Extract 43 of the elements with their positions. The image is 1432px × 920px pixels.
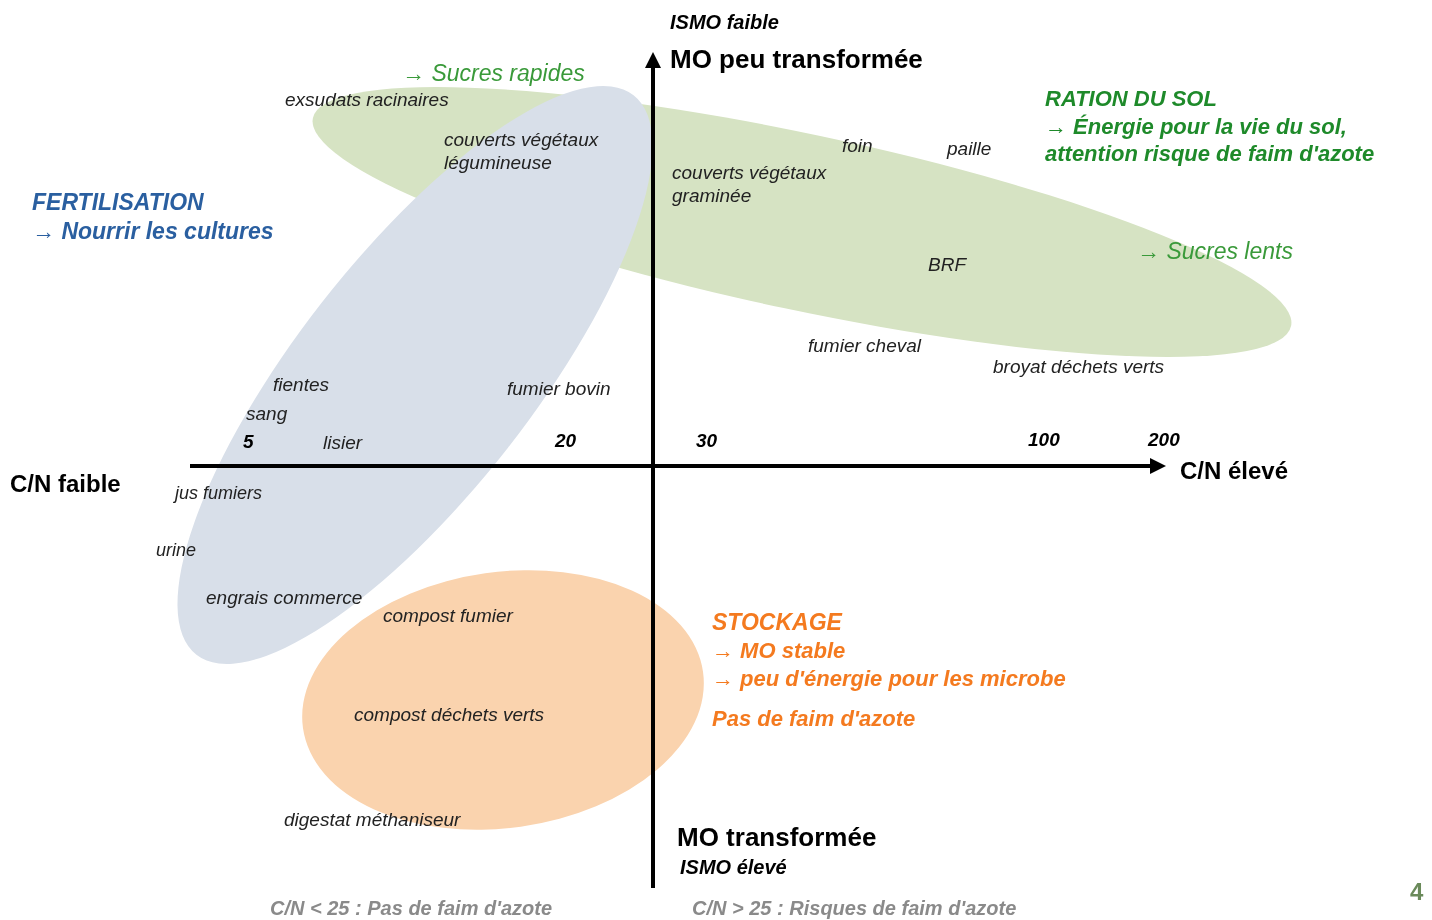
zone-heading: FERTILISATION [32,189,204,217]
item-label: compost déchets verts [354,704,545,727]
zone-note: Pas de faim d'azote [712,706,916,733]
axis-title: ISMO faible [670,10,779,34]
item-label: exsudats racinaires [285,89,449,112]
axis-title: C/N faible [10,470,121,499]
page-number: 4 [1410,878,1424,907]
item-label: foin [842,135,873,158]
item-label: urine [156,540,197,562]
item-label: lisier [323,432,363,455]
zone-heading: RATION DU SOL [1045,86,1217,113]
item-label: fumier bovin [507,378,611,401]
axis-title: ISMO élevé [680,855,787,879]
footer-note: C/N > 25 : Risques de faim d'azote [692,896,1017,920]
item-label: jus fumiers [175,483,263,505]
axis-tick-label: 20 [555,430,577,453]
item-label: broyat déchets verts [993,356,1165,379]
item-label: compost fumier [383,605,513,628]
zone-note: → Nourrir les cultures [32,218,274,246]
zone-heading: STOCKAGE [712,609,842,637]
axis-tick-label: 30 [696,430,718,453]
axis-title: C/N élevé [1180,457,1289,486]
zone-note: → peu d'énergie pour les microbe [712,666,1066,693]
axis-title: MO transformée [677,822,877,854]
zone-note: attention risque de faim d'azote [1045,141,1375,168]
item-label: couverts végétaux graminée [672,162,828,208]
item-label: BRF [928,254,966,277]
axis-tick-label: 200 [1148,429,1180,452]
item-label: paille [947,138,992,161]
zone-note: → Sucres lents [1137,238,1293,266]
zone-note: → Sucres rapides [402,60,585,88]
footer-note: C/N < 25 : Pas de faim d'azote [270,896,553,920]
axis-title: MO peu transformée [670,44,923,76]
item-label: sang [246,403,288,426]
axis-tick-label: 5 [243,431,254,454]
item-label: digestat méthaniseur [284,809,461,832]
item-label: fientes [273,374,329,397]
zone-note: → MO stable [712,638,846,665]
axis-tick-label: 100 [1028,429,1060,452]
zone-note: → Énergie pour la vie du sol, [1045,114,1347,141]
item-label: fumier cheval [808,335,921,358]
item-label: couverts végétaux légumineuse [444,129,600,175]
item-label: engrais commerce [206,587,363,610]
